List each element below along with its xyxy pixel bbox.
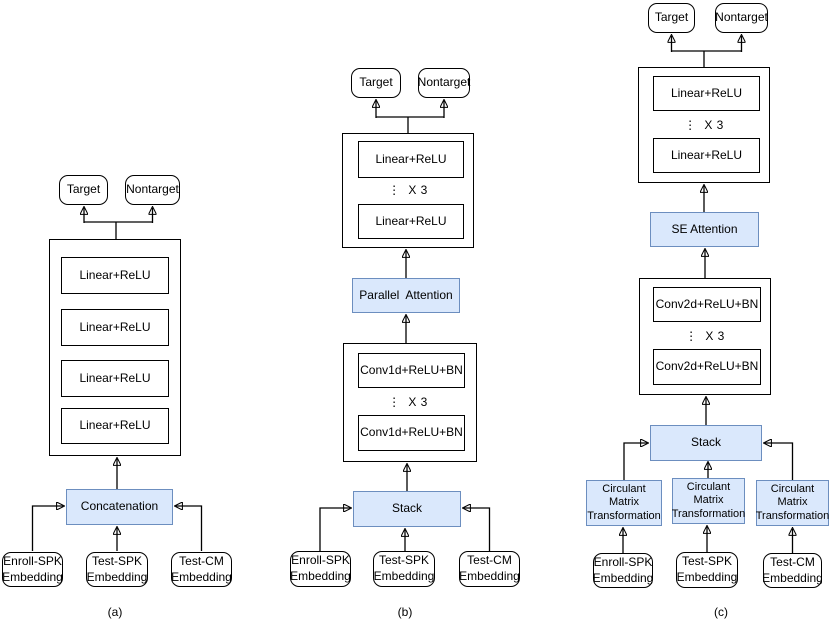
test-cm-embedding-box: Test-CM Embedding (171, 552, 232, 587)
nontarget-box: Nontarget (715, 3, 768, 33)
arrow-circ1-to-stack (623, 443, 647, 480)
linear-relu-box: Linear+ReLU (358, 141, 464, 178)
caption-a: (a) (107, 605, 123, 619)
output-branch-line (671, 50, 742, 67)
enroll-spk-embedding-box: Enroll-SPK Embedding (593, 553, 653, 588)
repeat-x3-label: ⋮ X 3 (684, 118, 724, 132)
nontarget-box: Nontarget (125, 175, 180, 205)
test-cm-embedding-box: Test-CM Embedding (459, 551, 520, 587)
repeat-x3-label: ⋮ X 3 (388, 395, 428, 409)
test-cm-embedding-box: Test-CM Embedding (762, 553, 823, 588)
repeat-x3-label: ⋮ X 3 (685, 329, 725, 343)
arrow-circ3-to-stack (765, 443, 794, 480)
test-spk-embedding-box: Test-SPK Embedding (676, 552, 738, 588)
test-spk-embedding-box: Test-SPK Embedding (373, 551, 435, 587)
caption-c: (c) (714, 605, 728, 619)
output-branch-line (84, 221, 153, 240)
nontarget-box: Nontarget (418, 68, 470, 98)
linear-relu-box: Linear+ReLU (61, 360, 169, 397)
circulant-matrix-transformation-box: Circulant Matrix Transformation (586, 480, 662, 526)
caption-b: (b) (397, 605, 413, 619)
concatenation-box: Concatenation (66, 489, 173, 525)
test-spk-embedding-box: Test-SPK Embedding (86, 552, 148, 587)
parallel-attention-box: Parallel Attention (352, 278, 460, 313)
repeat-x3-label: ⋮ X 3 (388, 183, 428, 197)
arrow-enroll-to-concat (31, 506, 64, 551)
enroll-spk-embedding-box: Enroll-SPK Embedding (2, 552, 63, 587)
conv1d-relu-bn-box: Conv1d+ReLU+BN (358, 415, 465, 451)
conv2d-relu-bn-box: Conv2d+ReLU+BN (653, 287, 761, 322)
circulant-matrix-transformation-box: Circulant Matrix Transformation (672, 478, 745, 524)
linear-relu-box: Linear+ReLU (358, 204, 464, 239)
output-branch-line (376, 116, 444, 133)
target-box: Target (351, 68, 401, 98)
arrow-testcm-to-stack (464, 508, 491, 551)
target-box: Target (648, 3, 695, 33)
arrows-diagram-c (623, 36, 793, 553)
conv1d-relu-bn-box: Conv1d+ReLU+BN (358, 353, 465, 388)
arrow-testcm-to-concat (176, 506, 203, 551)
circulant-matrix-transformation-box: Circulant Matrix Transformation (756, 480, 829, 526)
stack-box: Stack (650, 425, 762, 461)
linear-relu-box: Linear+ReLU (61, 257, 169, 294)
se-attention-box: SE Attention (650, 212, 759, 247)
target-box: Target (59, 175, 108, 205)
enroll-spk-embedding-box: Enroll-SPK Embedding (290, 551, 351, 587)
arrows-diagram-b (319, 101, 491, 551)
conv2d-relu-bn-box: Conv2d+ReLU+BN (653, 349, 761, 385)
stack-box: Stack (353, 491, 461, 527)
linear-relu-box: Linear+ReLU (61, 408, 169, 444)
arrow-enroll-to-stack (319, 508, 350, 551)
linear-relu-box: Linear+ReLU (653, 138, 760, 173)
linear-relu-box: Linear+ReLU (653, 76, 760, 111)
linear-relu-box: Linear+ReLU (61, 309, 169, 346)
arrows-diagram-a (31, 208, 203, 551)
